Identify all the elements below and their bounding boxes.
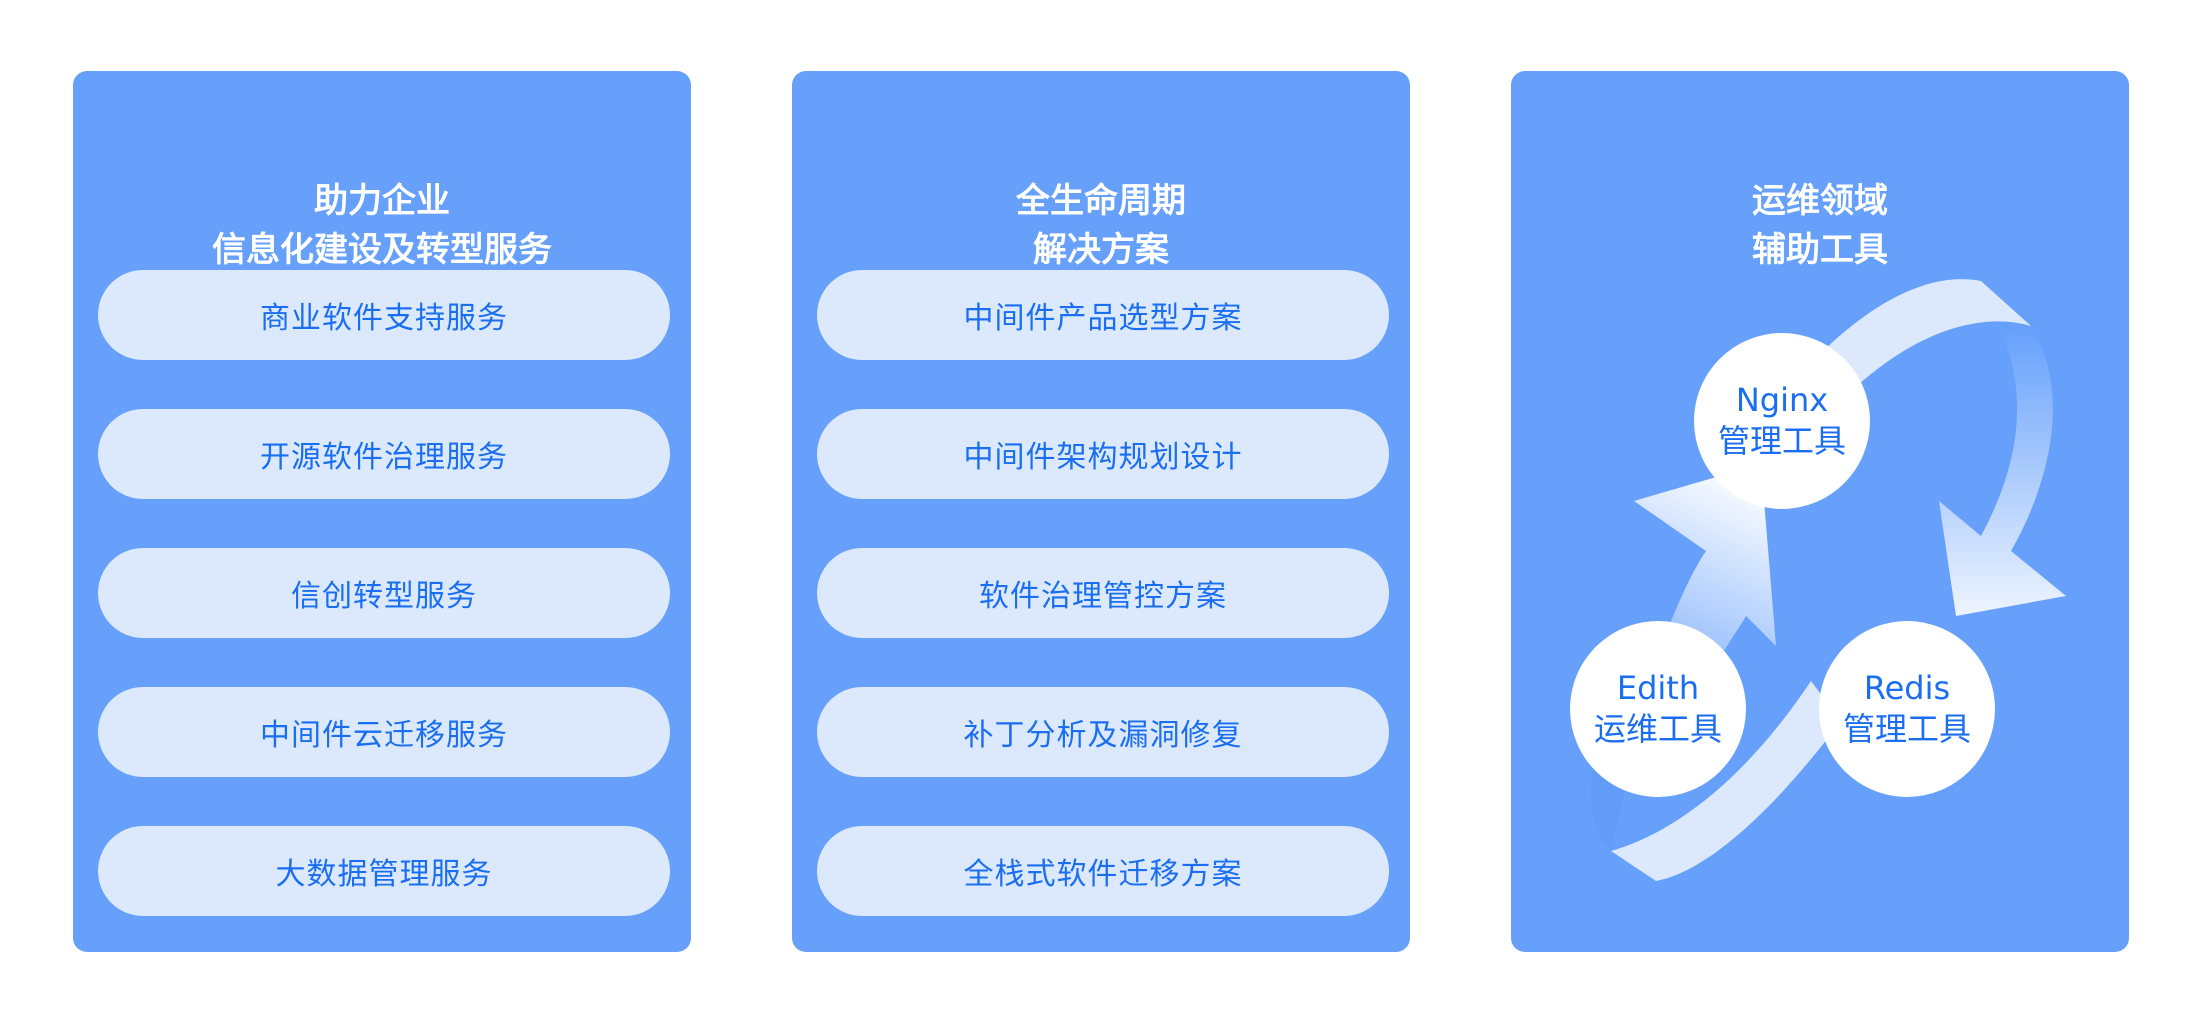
card-title: 全生命周期 解决方案 bbox=[792, 177, 1410, 275]
card-enterprise-services: 助力企业 信息化建设及转型服务 商业软件支持服务 开源软件治理服务 信创转型服务… bbox=[73, 71, 691, 952]
service-item[interactable]: 开源软件治理服务 bbox=[98, 409, 670, 499]
card-title-line: 全生命周期 bbox=[1016, 181, 1186, 221]
service-item[interactable]: 信创转型服务 bbox=[98, 548, 670, 638]
card-title-line: 辅助工具 bbox=[1752, 230, 1888, 270]
solution-item[interactable]: 中间件架构规划设计 bbox=[817, 409, 1389, 499]
tool-label: 管理工具 bbox=[1842, 710, 1971, 748]
card-title-line: 助力企业 bbox=[314, 181, 450, 221]
tool-label: 运维工具 bbox=[1593, 710, 1722, 748]
solution-item[interactable]: 软件治理管控方案 bbox=[817, 548, 1389, 638]
card-ops-tools: 运维领域 辅助工具 Nginx 管理工具 Edith 运维工具 Redi bbox=[1511, 71, 2129, 952]
tool-name: Redis bbox=[1863, 669, 1951, 707]
tool-name: Nginx bbox=[1735, 381, 1829, 419]
solution-item[interactable]: 全栈式软件迁移方案 bbox=[817, 826, 1389, 916]
card-title-line: 解决方案 bbox=[1033, 230, 1169, 270]
service-item[interactable]: 商业软件支持服务 bbox=[98, 270, 670, 360]
tool-name: Edith bbox=[1616, 669, 1700, 707]
card-title-line: 信息化建设及转型服务 bbox=[212, 230, 552, 270]
card-title: 助力企业 信息化建设及转型服务 bbox=[73, 177, 691, 275]
tool-redis[interactable]: Redis 管理工具 bbox=[1819, 621, 1995, 797]
card-title-line: 运维领域 bbox=[1752, 181, 1888, 221]
service-item[interactable]: 中间件云迁移服务 bbox=[98, 687, 670, 777]
tool-nginx[interactable]: Nginx 管理工具 bbox=[1694, 333, 1870, 509]
tool-edith[interactable]: Edith 运维工具 bbox=[1570, 621, 1746, 797]
tool-label: 管理工具 bbox=[1717, 422, 1846, 460]
solution-item[interactable]: 中间件产品选型方案 bbox=[817, 270, 1389, 360]
service-item[interactable]: 大数据管理服务 bbox=[98, 826, 670, 916]
solution-item[interactable]: 补丁分析及漏洞修复 bbox=[817, 687, 1389, 777]
card-lifecycle-solutions: 全生命周期 解决方案 中间件产品选型方案 中间件架构规划设计 软件治理管控方案 … bbox=[792, 71, 1410, 952]
card-title: 运维领域 辅助工具 bbox=[1511, 177, 2129, 275]
cycle-arrows-icon bbox=[1591, 279, 2066, 881]
